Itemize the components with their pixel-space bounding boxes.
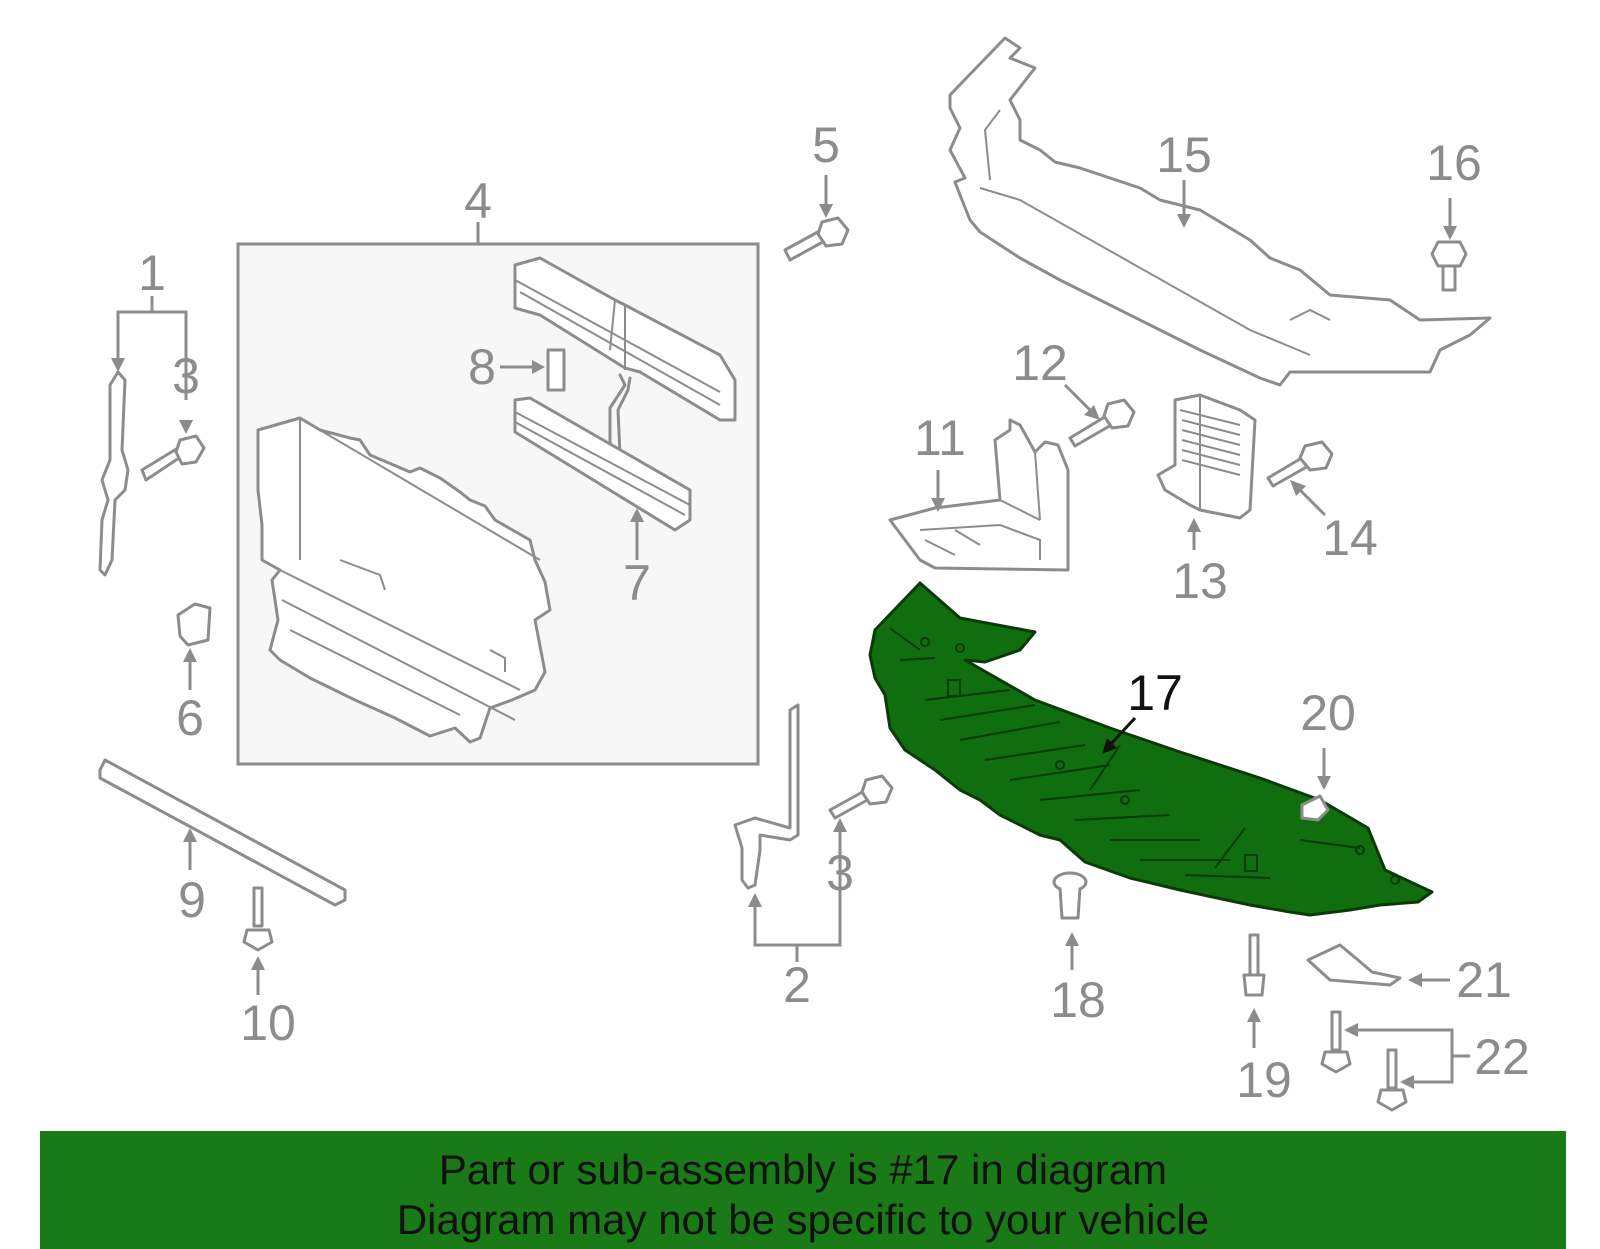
callout-20: 20 bbox=[1300, 685, 1356, 741]
push-pin-18 bbox=[1052, 871, 1088, 920]
callout-15: 15 bbox=[1156, 127, 1212, 183]
callout-17: 17 bbox=[1127, 665, 1183, 721]
pin-19 bbox=[1242, 933, 1266, 997]
callout-10: 10 bbox=[240, 995, 296, 1051]
callout-8: 8 bbox=[468, 339, 496, 395]
callout-5: 5 bbox=[812, 117, 840, 173]
reinforcement-15 bbox=[948, 36, 1492, 387]
callout-22: 22 bbox=[1474, 1029, 1530, 1085]
callout-9: 9 bbox=[178, 872, 206, 928]
bolt-5 bbox=[783, 216, 850, 262]
screws-22 bbox=[1320, 1010, 1408, 1112]
shutter-blades bbox=[513, 256, 737, 532]
banner-line-2: Diagram may not be specific to your vehi… bbox=[396, 1196, 1210, 1243]
callout-3a: 3 bbox=[172, 348, 200, 404]
nut-20 bbox=[1300, 794, 1330, 822]
bracket-21 bbox=[1306, 943, 1402, 987]
callout-19: 19 bbox=[1236, 1052, 1292, 1108]
bolt-3-left bbox=[140, 434, 206, 482]
callout-3b: 3 bbox=[826, 845, 854, 901]
callout-13: 13 bbox=[1172, 553, 1228, 609]
air-deflector-17 bbox=[868, 581, 1434, 917]
callout-6: 6 bbox=[176, 690, 204, 746]
callout-7: 7 bbox=[623, 555, 651, 611]
callout-4: 4 bbox=[464, 173, 492, 229]
callout-16: 16 bbox=[1426, 135, 1482, 191]
callout-18: 18 bbox=[1050, 972, 1106, 1028]
shutter-housing bbox=[256, 416, 552, 744]
air-duct-13 bbox=[1156, 393, 1257, 520]
callout-2: 2 bbox=[783, 957, 811, 1013]
screw-10 bbox=[242, 886, 274, 952]
bolt-16 bbox=[1430, 240, 1468, 292]
clip-8 bbox=[546, 348, 566, 392]
callout-1: 1 bbox=[138, 245, 166, 301]
info-banner: Part or sub-assembly is #17 in diagram D… bbox=[40, 1131, 1566, 1249]
callout-12: 12 bbox=[1012, 335, 1068, 391]
callout-11: 11 bbox=[914, 410, 966, 466]
callout-21: 21 bbox=[1456, 952, 1512, 1008]
bracket-1 bbox=[98, 370, 130, 577]
strip-9 bbox=[98, 758, 347, 907]
air-duct-11 bbox=[888, 418, 1070, 572]
bolt-3-right bbox=[828, 774, 894, 820]
bolt-14 bbox=[1266, 440, 1334, 488]
bolt-12 bbox=[1068, 398, 1136, 448]
clip-6 bbox=[176, 602, 212, 647]
banner-line-1: Part or sub-assembly is #17 in diagram bbox=[438, 1146, 1168, 1193]
bracket-2 bbox=[733, 703, 800, 890]
callout-14: 14 bbox=[1322, 510, 1378, 566]
